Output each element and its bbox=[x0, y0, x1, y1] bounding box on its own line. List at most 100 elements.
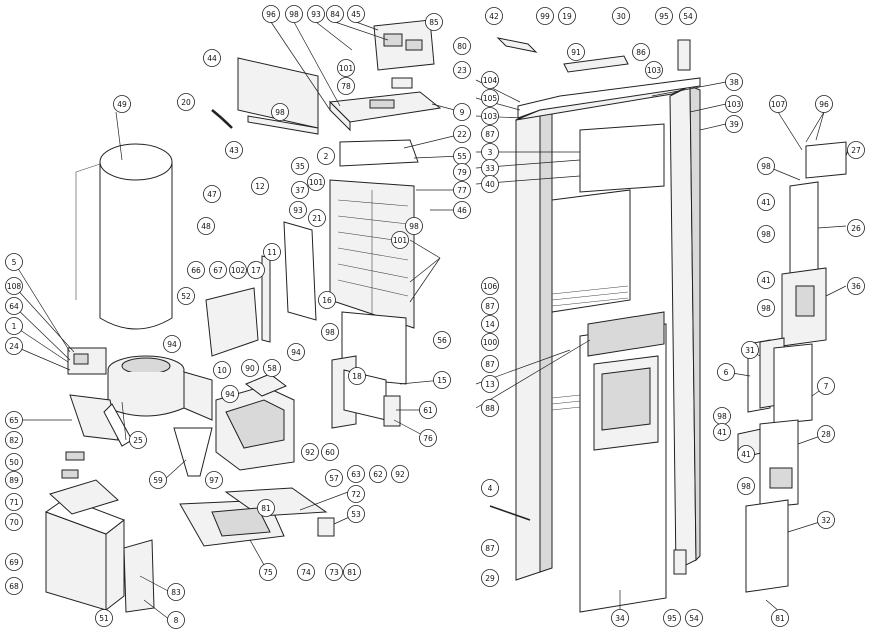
callout-circle bbox=[241, 359, 259, 377]
callout-circle bbox=[453, 37, 471, 55]
callout-94: 94 bbox=[163, 335, 181, 353]
callout-87: 87 bbox=[481, 297, 499, 315]
callout-circle bbox=[297, 563, 315, 581]
callout-label: 26 bbox=[851, 224, 861, 233]
callout-104: 104 bbox=[481, 71, 499, 89]
callout-37: 37 bbox=[291, 181, 309, 199]
callout-label: 76 bbox=[423, 434, 433, 443]
callout-circle bbox=[177, 287, 195, 305]
callout-circle bbox=[203, 185, 221, 203]
callout-72: 72 bbox=[347, 485, 365, 503]
callout-label: 64 bbox=[9, 302, 19, 311]
callout-label: 56 bbox=[437, 336, 447, 345]
callout-circle bbox=[425, 13, 443, 31]
callout-label: 21 bbox=[312, 214, 322, 223]
callout-label: 46 bbox=[457, 206, 467, 215]
callout-label: 1 bbox=[12, 322, 17, 331]
callout-circle bbox=[308, 209, 326, 227]
callout-27: 27 bbox=[847, 141, 865, 159]
callout-53: 53 bbox=[347, 505, 365, 523]
callout-label: 74 bbox=[301, 568, 311, 577]
callout-label: 22 bbox=[457, 130, 467, 139]
callout-83: 83 bbox=[167, 583, 185, 601]
callout-circle bbox=[453, 163, 471, 181]
callout-circle bbox=[287, 343, 305, 361]
callout-label: 32 bbox=[821, 516, 831, 525]
callout-87: 87 bbox=[481, 539, 499, 557]
callout-circle bbox=[481, 333, 499, 351]
callout-label: 92 bbox=[395, 470, 405, 479]
callout-circle bbox=[815, 95, 833, 113]
callout-label: 68 bbox=[9, 582, 19, 591]
callout-label: 43 bbox=[229, 146, 239, 155]
callout-label: 103 bbox=[483, 112, 498, 121]
callout-circle bbox=[453, 103, 471, 121]
callout-98: 98 bbox=[757, 225, 775, 243]
callout-label: 49 bbox=[117, 100, 127, 109]
callout-label: 98 bbox=[325, 328, 335, 337]
callout-98: 98 bbox=[285, 5, 303, 23]
callout-103: 103 bbox=[725, 95, 743, 113]
callout-label: 81 bbox=[261, 504, 271, 513]
callout-circle bbox=[337, 77, 355, 95]
callout-circle bbox=[251, 177, 269, 195]
callout-96: 96 bbox=[815, 95, 833, 113]
callout-88: 88 bbox=[481, 399, 499, 417]
callout-label: 44 bbox=[207, 54, 217, 63]
callout-circle bbox=[419, 429, 437, 447]
callout-label: 39 bbox=[729, 120, 739, 129]
callout-29: 29 bbox=[481, 569, 499, 587]
callout-circle bbox=[679, 7, 697, 25]
callout-circle bbox=[769, 95, 787, 113]
callout-label: 104 bbox=[483, 76, 498, 85]
callout-label: 73 bbox=[329, 568, 339, 577]
callout-61: 61 bbox=[419, 401, 437, 419]
callout-circle bbox=[481, 89, 499, 107]
callout-circle bbox=[433, 331, 451, 349]
callout-label: 18 bbox=[352, 372, 362, 381]
callout-circle bbox=[645, 61, 663, 79]
callout-circle bbox=[558, 7, 576, 25]
callout-circle bbox=[725, 95, 743, 113]
callout-circle bbox=[481, 479, 499, 497]
callout-label: 3 bbox=[488, 148, 493, 157]
canister-box bbox=[44, 451, 126, 612]
panel-93 bbox=[283, 221, 317, 321]
callout-circle bbox=[5, 513, 23, 531]
callout-57: 57 bbox=[325, 469, 343, 487]
callout-circle bbox=[307, 173, 325, 191]
callout-label: 50 bbox=[9, 458, 19, 467]
callout-circle bbox=[481, 539, 499, 557]
callout-label: 91 bbox=[571, 48, 581, 57]
callout-label: 42 bbox=[489, 12, 499, 21]
callout-circle bbox=[663, 609, 681, 627]
callout-circle bbox=[5, 431, 23, 449]
callout-20: 20 bbox=[177, 93, 195, 111]
callout-circle bbox=[741, 341, 759, 359]
callout-circle bbox=[347, 465, 365, 483]
callout-circle bbox=[271, 103, 289, 121]
callout-circle bbox=[209, 261, 227, 279]
callout-92: 92 bbox=[301, 443, 319, 461]
callout-1: 1 bbox=[5, 317, 23, 335]
callout-circle bbox=[291, 181, 309, 199]
callout-circle bbox=[347, 505, 365, 523]
callout-label: 90 bbox=[245, 364, 255, 373]
callout-41: 41 bbox=[713, 423, 731, 441]
callout-circle bbox=[203, 49, 221, 67]
callout-9: 9 bbox=[453, 103, 471, 121]
callout-80: 80 bbox=[453, 37, 471, 55]
callout-circle bbox=[5, 337, 23, 355]
callout-circle bbox=[5, 317, 23, 335]
callout-circle bbox=[285, 5, 303, 23]
callout-label: 94 bbox=[167, 340, 177, 349]
callout-label: 72 bbox=[351, 490, 361, 499]
callout-38: 38 bbox=[725, 73, 743, 91]
callout-label: 30 bbox=[616, 12, 626, 21]
callout-98: 98 bbox=[405, 217, 423, 235]
callout-circle bbox=[481, 125, 499, 143]
callout-label: 80 bbox=[457, 42, 467, 51]
callout-label: 6 bbox=[724, 368, 729, 377]
callout-label: 53 bbox=[351, 510, 361, 519]
